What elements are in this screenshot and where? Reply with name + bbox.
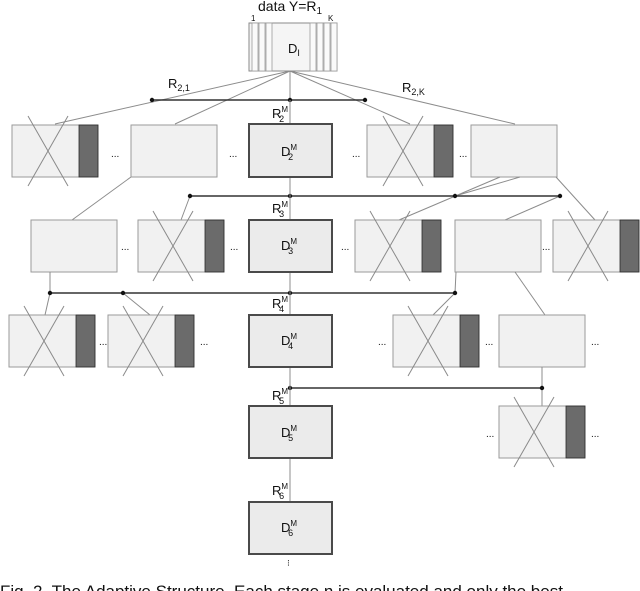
row-4-boxes — [8, 305, 586, 377]
best-model-box — [248, 501, 333, 555]
best-model-box — [248, 405, 333, 459]
ellipsis: ... — [341, 242, 349, 253]
pruned-box — [366, 115, 454, 187]
candidate-box — [130, 124, 218, 178]
edge-label-r21: R2,1 — [168, 76, 190, 93]
root-index-end: K — [328, 14, 334, 23]
vertical-ellipsis: ⁝ — [287, 558, 290, 568]
candidate-box — [454, 219, 542, 273]
edge-label-r2k: R2,K — [402, 80, 425, 97]
row-2-edges — [71, 176, 596, 221]
row-2-boxes — [11, 115, 558, 187]
best-model-box — [248, 123, 333, 178]
row-3-edges — [44, 271, 546, 316]
pruned-box — [107, 305, 195, 377]
ellipsis: ... — [121, 242, 129, 253]
ellipsis: ... — [111, 149, 119, 160]
pruned-box — [137, 210, 225, 282]
ellipsis: ... — [200, 337, 208, 348]
pruned-box — [552, 210, 640, 282]
ellipsis: ... — [591, 337, 599, 348]
ellipsis: ... — [486, 429, 494, 440]
pruned-box — [392, 305, 480, 377]
root-index-start: 1 — [251, 14, 256, 23]
ellipsis: ... — [459, 149, 467, 160]
ellipsis: ... — [542, 242, 550, 253]
row-3-boxes — [30, 210, 640, 282]
ellipsis: ... — [99, 337, 107, 348]
root-box-label: DI — [288, 41, 300, 58]
best-model-box — [248, 219, 333, 273]
ellipsis: ... — [352, 149, 360, 160]
pruned-box — [11, 115, 99, 187]
ellipsis: ... — [591, 429, 599, 440]
ellipsis: ... — [230, 242, 238, 253]
row-4-edges — [287, 367, 545, 406]
ellipsis: ... — [229, 149, 237, 160]
root-data-box — [248, 22, 338, 72]
figure-caption: Fig. 2. The Adaptive Structure. Each sta… — [0, 582, 563, 591]
best-model-box — [248, 314, 333, 368]
candidate-box — [30, 219, 118, 273]
ellipsis: ... — [378, 337, 386, 348]
pruned-box — [498, 396, 586, 468]
pruned-box — [8, 305, 96, 377]
pruned-box — [354, 210, 442, 282]
candidate-box — [470, 124, 558, 178]
candidate-box — [498, 314, 586, 368]
ellipsis: ... — [485, 337, 493, 348]
top-edges — [54, 70, 516, 125]
root-title: data Y=R1 — [258, 0, 323, 17]
